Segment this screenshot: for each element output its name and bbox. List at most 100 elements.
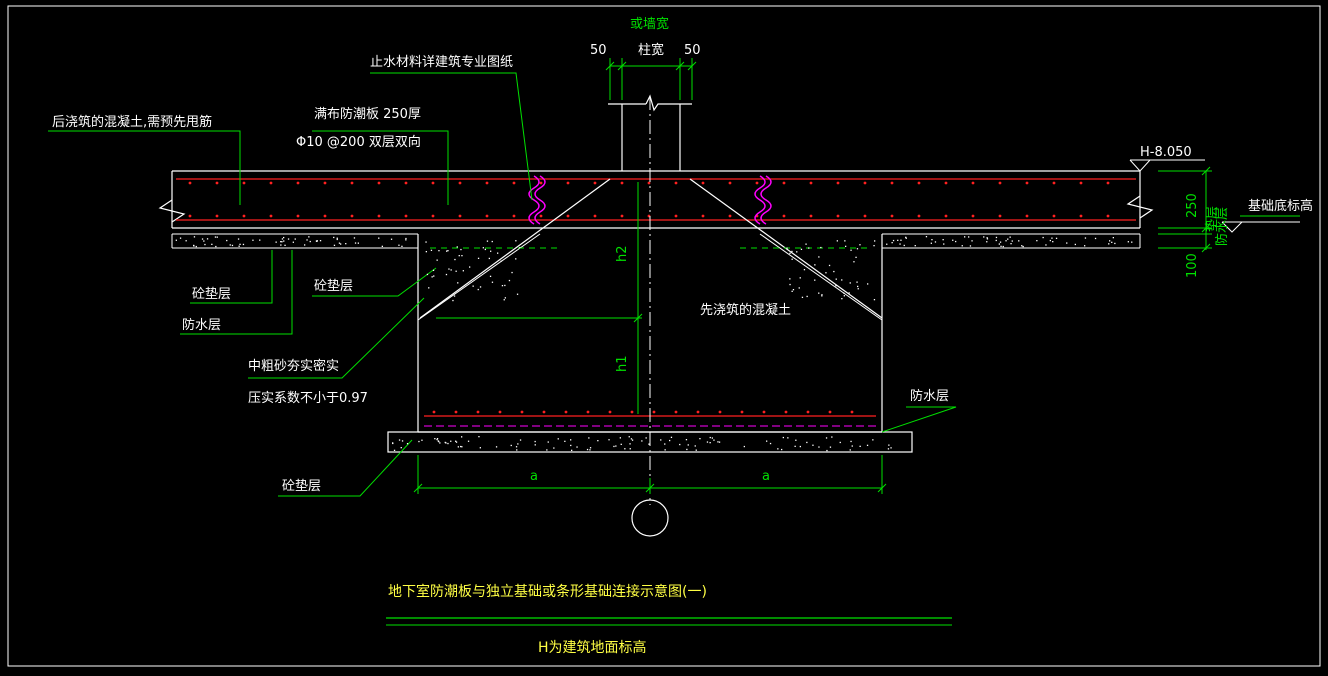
hatch-speck	[460, 248, 462, 251]
hatch-speck	[597, 440, 599, 442]
hatch-speck	[287, 238, 290, 240]
hatch-speck	[252, 239, 254, 241]
hatch-speck	[444, 441, 446, 444]
hatch-speck	[787, 437, 789, 439]
hatch-speck	[275, 241, 277, 243]
rebar-dot	[998, 181, 1002, 185]
hatch-speck	[857, 288, 859, 290]
hatch-speck	[1000, 245, 1002, 247]
hatch-speck	[283, 240, 285, 242]
hatch-speck	[791, 290, 793, 292]
hatch-speck	[281, 241, 283, 243]
hatch-speck	[1108, 243, 1110, 245]
hatch-speck	[497, 252, 499, 254]
hatch-speck	[428, 287, 430, 289]
hatch-speck	[406, 443, 409, 445]
hatch-speck	[986, 238, 989, 240]
hatch-speck	[338, 242, 341, 244]
rebar-dot	[1106, 181, 1110, 185]
hatch-speck	[955, 240, 957, 243]
hatch-speck	[845, 245, 847, 247]
dim-a-right: a	[762, 469, 770, 484]
hatch-speck	[447, 442, 449, 445]
hatch-speck	[631, 439, 634, 441]
rebar-dot	[564, 410, 568, 414]
drawing-title: 地下室防潮板与独立基础或条形基础连接示意图(一)	[388, 583, 707, 600]
hatch-speck	[799, 445, 801, 448]
hatch-speck	[648, 443, 650, 445]
hatch-speck	[491, 240, 493, 243]
hatch-speck	[557, 438, 559, 440]
rebar-dot	[647, 181, 651, 185]
hatch-speck	[534, 444, 536, 446]
hatch-speck	[430, 249, 433, 251]
hatch-speck	[818, 256, 820, 258]
hatch-speck	[450, 269, 452, 271]
hatch-speck	[660, 439, 662, 441]
rebar-dot	[863, 214, 867, 218]
hatch-speck	[792, 289, 795, 291]
hatch-speck	[903, 244, 905, 247]
rebar-dot	[674, 410, 678, 414]
hatch-speck	[769, 442, 772, 445]
rebar-dot	[1052, 214, 1056, 218]
hatch-speck	[709, 436, 711, 439]
hatch-speck	[589, 447, 592, 449]
hatch-speck	[856, 248, 859, 250]
rebar-dot	[539, 181, 543, 185]
hatch-speck	[964, 236, 966, 238]
hatch-speck	[888, 444, 890, 446]
hatch-speck	[803, 269, 806, 271]
hatch-speck	[850, 440, 852, 443]
hatch-speck	[986, 237, 988, 239]
hatch-speck	[515, 258, 517, 260]
hatch-speck	[620, 443, 622, 445]
rebar-dot	[701, 181, 705, 185]
hatch-speck	[450, 440, 452, 442]
hatch-speck	[316, 240, 318, 242]
rebar-dot	[1079, 214, 1083, 218]
label-waterproof-left: 防水层	[182, 317, 221, 333]
hatch-speck	[281, 238, 284, 240]
dim-column-width: 柱宽	[638, 42, 664, 58]
hatch-speck	[586, 448, 589, 451]
hatch-speck	[458, 255, 460, 257]
hatch-speck	[336, 238, 338, 241]
hatch-speck	[781, 448, 783, 451]
hatch-speck	[1009, 236, 1011, 238]
hatch-speck	[405, 237, 407, 240]
hatch-speck	[353, 237, 356, 239]
hatch-speck	[641, 440, 643, 442]
hatch-speck	[214, 236, 217, 238]
column	[608, 94, 692, 171]
hatch-speck	[670, 436, 673, 438]
hatch-speck	[1066, 242, 1068, 244]
label-foundation-bottom: 基础底标高	[1248, 198, 1313, 214]
rebar-dot	[1025, 214, 1029, 218]
rebar-dot	[377, 181, 381, 185]
rebar-dot	[755, 181, 759, 185]
hatch-speck	[850, 249, 852, 251]
hatch-speck	[1084, 237, 1087, 239]
hatch-speck	[390, 238, 393, 240]
rebar-dot	[458, 214, 462, 218]
axis-bubble	[631, 499, 669, 537]
rebar-dot	[620, 181, 624, 185]
hatch-speck	[841, 298, 843, 300]
hatch-speck	[839, 441, 841, 444]
hatch-speck	[831, 436, 833, 438]
hatch-speck	[1055, 237, 1058, 239]
rebar-dot	[674, 181, 678, 185]
hatch-speck	[479, 286, 482, 288]
hatch-speck	[570, 439, 572, 441]
rebar-dot	[998, 214, 1002, 218]
hatch-speck	[308, 236, 310, 238]
rebar-dot	[512, 181, 516, 185]
hatch-speck	[438, 440, 440, 443]
hatch-speck	[874, 240, 876, 242]
hatch-speck	[934, 241, 937, 243]
hatch-speck	[570, 444, 572, 447]
rebar-dot	[836, 181, 840, 185]
hatch-speck	[426, 273, 429, 276]
